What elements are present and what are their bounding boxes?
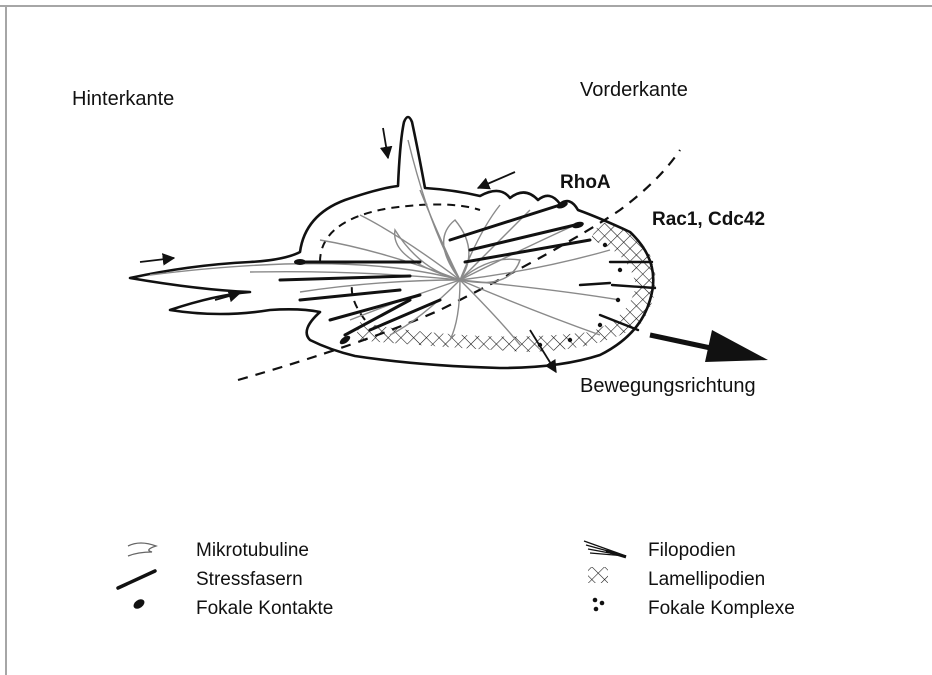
direction-arrow bbox=[650, 330, 768, 362]
rhoa-label: RhoA bbox=[560, 172, 611, 194]
focal-contact-icon bbox=[132, 597, 146, 610]
stress-fiber-icon bbox=[118, 571, 155, 588]
legend-label-lamellipodia: Lamellipodien bbox=[648, 569, 765, 591]
direction-label: Bewegungsrichtung bbox=[580, 375, 756, 398]
rac-cdc-label: Rac1, Cdc42 bbox=[652, 209, 765, 231]
legend-label-stress-fibers: Stressfasern bbox=[196, 569, 303, 591]
legend-label-focal-contacts: Fokale Kontakte bbox=[196, 598, 333, 620]
legend-label-microtubules: Mikrotubuline bbox=[196, 540, 309, 562]
inner-dashed-line bbox=[320, 204, 480, 262]
legend-label-filopodia: Filopodien bbox=[648, 540, 736, 562]
microtubule-icon bbox=[128, 543, 156, 556]
focal-complex-icon bbox=[593, 598, 605, 612]
filopodia-icon bbox=[584, 541, 626, 557]
lamellipodia-icon bbox=[588, 567, 608, 583]
trailing-edge-label: Hinterkante bbox=[72, 88, 174, 111]
leading-edge-label: Vorderkante bbox=[580, 79, 688, 102]
legend-label-focal-complexes: Fokale Komplexe bbox=[648, 598, 795, 620]
retraction-arrows bbox=[140, 128, 556, 372]
